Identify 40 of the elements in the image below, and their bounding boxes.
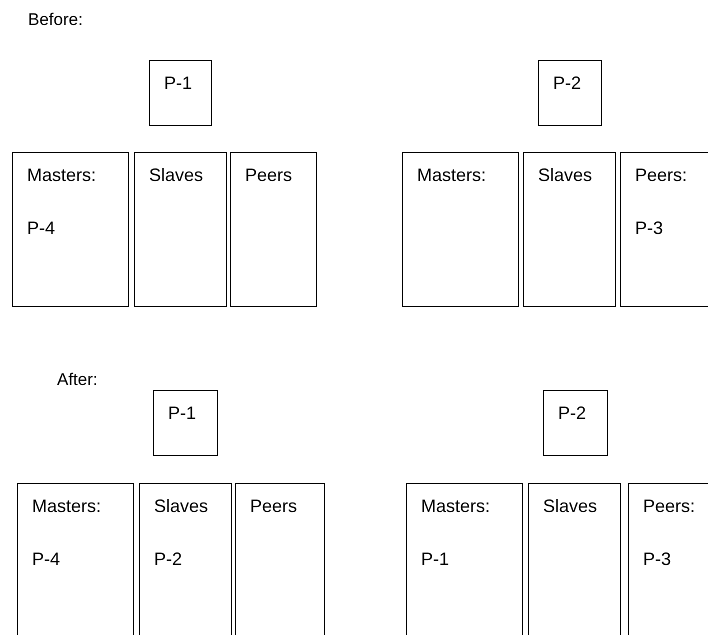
list-box	[628, 483, 708, 635]
box-heading: Masters:	[32, 496, 102, 517]
box-heading: P-2	[558, 403, 586, 424]
list-box	[17, 483, 134, 635]
box-entry: P-4	[32, 549, 60, 570]
box-heading: Masters:	[417, 165, 486, 186]
box-heading: Masters:	[421, 496, 490, 517]
box-heading: P-2	[553, 73, 582, 94]
list-box	[139, 483, 232, 635]
box-entry: P-1	[421, 549, 450, 570]
process-box	[149, 60, 212, 126]
box-heading: Slaves	[149, 165, 204, 186]
list-box	[523, 152, 616, 307]
list-box	[235, 483, 325, 635]
box-heading: Slaves	[543, 496, 598, 517]
list-box	[620, 152, 708, 307]
box-heading: P-1	[168, 403, 196, 424]
list-box	[402, 152, 519, 307]
box-heading: Peers:	[643, 496, 696, 517]
list-box	[528, 483, 621, 635]
box-entry: P-2	[154, 549, 182, 570]
section-heading: After:	[57, 370, 98, 390]
box-heading: Slaves	[538, 165, 592, 186]
box-entry: P-4	[27, 218, 56, 239]
process-box	[153, 390, 218, 456]
box-entry: P-3	[635, 218, 664, 239]
section-heading: Before:	[28, 10, 83, 30]
box-heading: Peers	[245, 165, 292, 186]
box-heading: Peers	[250, 496, 298, 517]
box-heading: Slaves	[154, 496, 208, 517]
process-box	[543, 390, 608, 456]
box-heading: Peers:	[635, 165, 688, 186]
list-box	[230, 152, 317, 307]
box-heading: Masters:	[27, 165, 96, 186]
process-box	[538, 60, 602, 126]
list-box	[12, 152, 129, 307]
list-box	[134, 152, 227, 307]
box-heading: P-1	[164, 73, 192, 94]
list-box	[406, 483, 523, 635]
box-entry: P-3	[643, 549, 672, 570]
